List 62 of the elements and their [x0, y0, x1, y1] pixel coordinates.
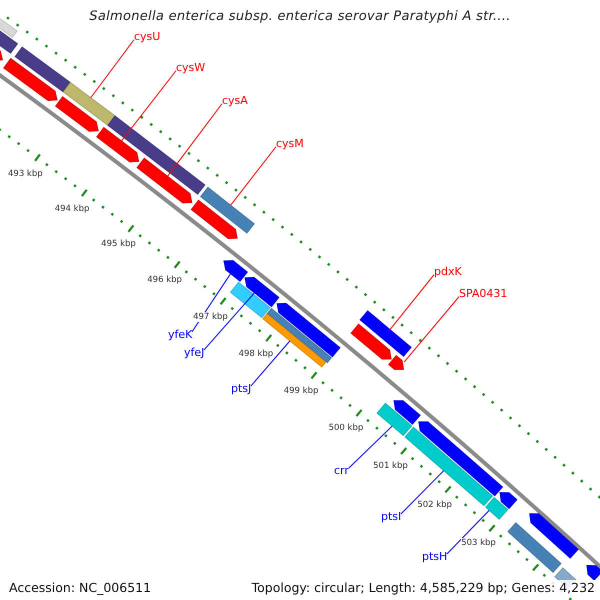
- gene-block: [190, 200, 238, 239]
- gene-block: [136, 158, 192, 204]
- leader-line: [230, 146, 276, 206]
- gene-bar: [14, 46, 71, 92]
- gene-bar: [360, 310, 412, 357]
- footer-text: Accession: NC_006511: [8, 580, 152, 595]
- title: Salmonella enterica subsp. enterica serovar Paratyphi A str....: [88, 9, 512, 24]
- leader-line: [192, 273, 231, 332]
- gene-label: ptsJ: [231, 382, 252, 395]
- gene-block: [276, 302, 341, 358]
- leader-line: [250, 340, 290, 386]
- gene-label: cysU: [134, 30, 160, 43]
- tick-label: 499 kbp: [284, 386, 318, 396]
- gene-block: [418, 421, 504, 496]
- leader-line: [90, 39, 134, 98]
- footer-text: Topology: circular; Length: 4,585,229 bp; Genes: 4,232: [250, 580, 596, 595]
- tick-label: 496 kbp: [147, 275, 182, 286]
- leader-line: [348, 426, 393, 468]
- leader-line: [404, 296, 460, 363]
- gene-block: [3, 58, 58, 101]
- gene-label: cysA: [222, 94, 248, 107]
- tick-label: 503 kbp: [461, 538, 496, 548]
- gene-block: [529, 513, 579, 559]
- leader-line: [204, 292, 255, 350]
- gene-label: crr: [334, 464, 349, 477]
- gene-bar: [200, 186, 255, 234]
- tick-label: 494 kbp: [54, 204, 90, 214]
- tick-label: 493 kbp: [8, 168, 43, 179]
- leader-line: [446, 510, 490, 554]
- gene-block: [55, 96, 99, 132]
- leader-line: [400, 470, 444, 514]
- gene-label: ptsI: [381, 510, 402, 523]
- gene-label: yfeK: [168, 328, 192, 341]
- tick-label: 500 kbp: [328, 423, 364, 434]
- leader-line: [390, 274, 434, 330]
- gene-block: [500, 492, 518, 510]
- gene-label: pdxK: [434, 265, 462, 278]
- tick-label: 497 kbp: [193, 312, 228, 322]
- gene-block: [388, 354, 404, 370]
- gene-bar: [485, 497, 508, 520]
- tick-label: 495 kbp: [101, 239, 136, 250]
- gene-label: cysM: [276, 137, 304, 150]
- gene-label: yfeJ: [184, 346, 204, 359]
- gene-bar: [507, 522, 562, 573]
- gene-bar: [107, 115, 206, 195]
- gene-block: [586, 564, 600, 581]
- gene-block: [223, 260, 248, 282]
- gene-block: [96, 126, 140, 162]
- gene-label: SPA0431: [459, 287, 508, 300]
- gene-bar: [376, 402, 412, 436]
- leader-line: [167, 103, 222, 177]
- gene-label: ptsH: [422, 550, 448, 563]
- tick-label: 502 kbp: [417, 500, 452, 510]
- gene-label: cysW: [176, 61, 206, 74]
- gene-bar: [230, 282, 270, 318]
- tick-label: 501 kbp: [373, 461, 408, 472]
- tick-label: 498 kbp: [238, 348, 274, 359]
- gene-block: [393, 400, 421, 425]
- gene-block: [350, 324, 392, 360]
- leader-line: [121, 70, 176, 142]
- gene-block: [244, 277, 280, 308]
- gene-bar: [62, 82, 116, 126]
